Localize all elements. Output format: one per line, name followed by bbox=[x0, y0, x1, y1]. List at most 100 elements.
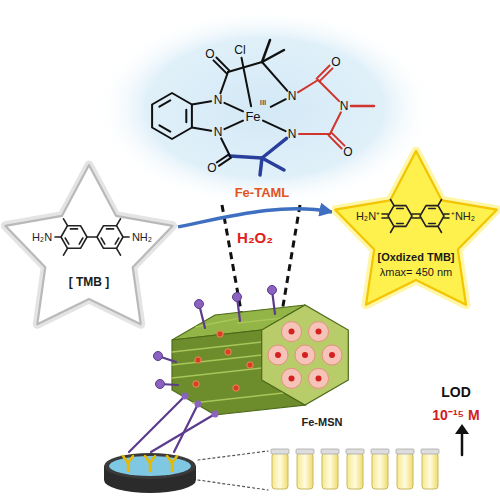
ring-double-bond bbox=[79, 238, 83, 244]
pore-channel bbox=[172, 368, 262, 378]
methyl-bond bbox=[438, 200, 442, 206]
benzene-ring bbox=[420, 206, 444, 227]
sample-vial bbox=[397, 453, 413, 489]
sample-vial bbox=[272, 453, 288, 489]
ring-double-bond bbox=[70, 228, 77, 230]
ring-double-bond bbox=[397, 223, 404, 225]
well-surface bbox=[109, 456, 191, 476]
pore-channel bbox=[193, 393, 283, 403]
double-bond bbox=[444, 213, 449, 215]
ring-double-bond bbox=[397, 208, 404, 210]
node-text: [Oxdized TMB] bbox=[378, 252, 455, 263]
linker-ball bbox=[182, 393, 189, 400]
antibody bbox=[128, 456, 133, 463]
bond-line bbox=[242, 58, 252, 106]
trend-arrowhead bbox=[455, 424, 469, 434]
annotation-text: LOD bbox=[441, 385, 471, 399]
star-outline bbox=[332, 128, 500, 328]
assay-well bbox=[104, 393, 439, 494]
amine-group: H₂N bbox=[32, 232, 52, 243]
bond-line bbox=[260, 158, 262, 175]
detection-linker bbox=[129, 396, 185, 452]
star-node: [Oxdized TMB] λmax= 450 nm bbox=[332, 128, 500, 328]
atom-symbol: N bbox=[288, 90, 297, 102]
methyl-bond bbox=[391, 226, 395, 232]
pore-channel bbox=[172, 342, 262, 352]
atom-symbol: N bbox=[214, 126, 223, 138]
double-bond bbox=[382, 213, 388, 215]
methyl-bond bbox=[117, 248, 121, 255]
ring-double-bond bbox=[429, 208, 436, 210]
amine-group: NH₂ bbox=[132, 232, 152, 243]
amine-group: H₂N⁺ bbox=[356, 211, 380, 222]
zoom-line bbox=[198, 480, 268, 490]
bond-line bbox=[262, 158, 284, 170]
msn-particle bbox=[154, 286, 349, 416]
mesopore bbox=[282, 368, 302, 388]
bond-line bbox=[262, 138, 287, 158]
benzene-ring bbox=[388, 206, 412, 227]
atom-symbol: N bbox=[340, 100, 349, 112]
star-glow bbox=[335, 151, 497, 305]
bond-line bbox=[318, 80, 339, 101]
antibody bbox=[150, 456, 155, 463]
double-bond bbox=[317, 66, 330, 79]
fe-taml-dot bbox=[316, 375, 322, 381]
star-node: [ TMB ] bbox=[0, 145, 178, 340]
linker-ball bbox=[154, 352, 163, 361]
bond-line bbox=[298, 80, 318, 92]
bond-line bbox=[262, 62, 287, 91]
well-rim bbox=[104, 453, 196, 479]
benzene-ring bbox=[61, 226, 87, 249]
mesopore bbox=[282, 322, 302, 342]
sample-vial bbox=[422, 453, 438, 489]
star-outline bbox=[0, 145, 178, 340]
catalyst-name: Fe-TAML bbox=[235, 186, 290, 199]
atom-symbol: Cl bbox=[234, 44, 245, 56]
atom-symbol: O bbox=[331, 56, 340, 68]
sample-vial bbox=[322, 453, 338, 489]
antibody bbox=[172, 456, 177, 463]
sample-vial bbox=[297, 453, 313, 489]
vial-cap bbox=[271, 449, 289, 454]
fe-taml-structure bbox=[152, 40, 374, 175]
benzene-ring bbox=[97, 226, 123, 249]
double-bond bbox=[382, 217, 388, 219]
node-text: λmax= 450 nm bbox=[380, 267, 452, 278]
trend-arrow bbox=[461, 432, 464, 455]
atom-symbol: O bbox=[205, 48, 214, 60]
double-bond bbox=[219, 158, 231, 166]
double-bond bbox=[412, 213, 420, 215]
fe-taml-dot bbox=[316, 329, 322, 335]
zoom-line bbox=[198, 451, 268, 460]
vial-row bbox=[271, 449, 439, 489]
fe-taml-dot bbox=[225, 349, 231, 355]
star-shape bbox=[5, 165, 172, 324]
mesopore bbox=[295, 345, 315, 365]
ring-double-bond bbox=[159, 125, 170, 131]
methyl-bond bbox=[391, 200, 395, 206]
vial-cap bbox=[396, 449, 414, 454]
atom-symbol: N bbox=[214, 94, 223, 106]
ring-double-bond bbox=[101, 238, 105, 244]
bond-line bbox=[224, 121, 243, 130]
fe-taml-dot bbox=[233, 385, 239, 391]
linker-ball bbox=[156, 380, 165, 389]
reagent-label: H₂O₂ bbox=[237, 229, 273, 244]
ring-double-bond bbox=[185, 110, 187, 123]
double-bond bbox=[444, 217, 449, 219]
double-bond bbox=[331, 133, 344, 146]
ring-double-bond bbox=[429, 223, 436, 225]
linker-ball bbox=[212, 411, 219, 418]
bond-line bbox=[55, 236, 61, 238]
fe-taml-dot bbox=[302, 352, 308, 358]
amine-group: ⁺NH₂ bbox=[451, 211, 475, 222]
bond-line bbox=[220, 72, 228, 93]
bond-line bbox=[351, 105, 374, 108]
fe-taml-dot bbox=[275, 352, 281, 358]
annotation-text: Fe-MSN bbox=[302, 417, 343, 428]
linker-ball bbox=[195, 300, 204, 309]
fe-taml-dot bbox=[195, 357, 201, 363]
vial-cap bbox=[421, 449, 439, 454]
fe-taml-dot bbox=[217, 331, 223, 337]
